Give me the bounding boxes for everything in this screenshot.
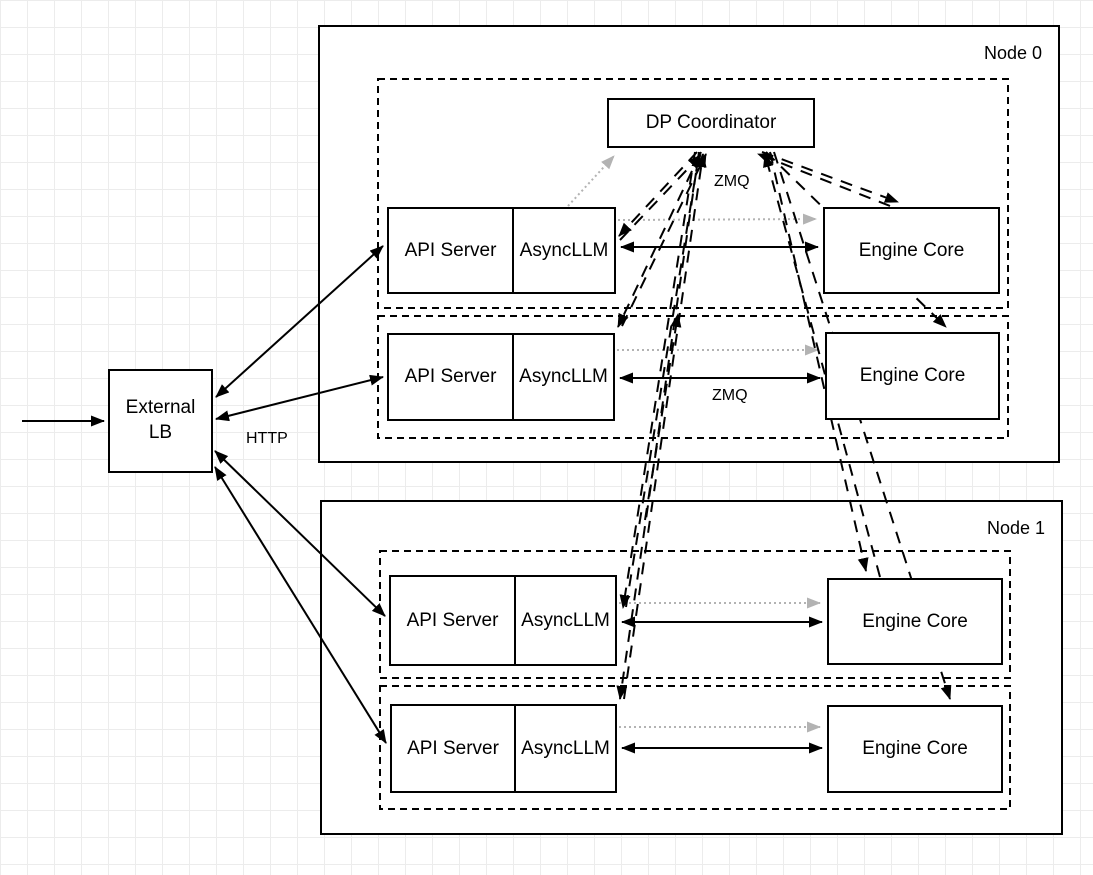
node0-row1-engine-core-box: Engine Core <box>825 332 1000 420</box>
async-llm-label: AsyncLLM <box>521 609 610 631</box>
node0-row0-engine-core-box: Engine Core <box>823 207 1000 294</box>
node1-row0-engine-core-box: Engine Core <box>827 578 1003 665</box>
async-llm-cell: AsyncLLM <box>512 335 613 419</box>
zmq-engine-edge-label: ZMQ <box>712 387 748 404</box>
http-edge-label: HTTP <box>246 430 288 447</box>
async-llm-label: AsyncLLM <box>521 737 610 759</box>
muted-dotted-arrows <box>567 155 821 733</box>
async-llm-cell: AsyncLLM <box>512 209 614 292</box>
node0-label: Node 0 <box>983 43 1042 63</box>
api-server-label: API Server <box>404 239 497 261</box>
async-llm-cell: AsyncLLM <box>514 706 615 791</box>
api-server-cell: API Server <box>389 209 512 292</box>
api-server-cell: API Server <box>391 577 514 664</box>
async-llm-cell: AsyncLLM <box>514 577 615 664</box>
api-server-label: API Server <box>407 737 499 759</box>
engine-core-label: Engine Core <box>862 738 968 759</box>
dp-coordinator-box: DP Coordinator <box>607 98 815 148</box>
api-server-label: API Server <box>404 366 497 387</box>
api-server-cell: API Server <box>392 706 514 791</box>
external-lb-box: External LB <box>108 369 213 473</box>
engine-core-label: Engine Core <box>858 239 965 261</box>
node1-row0-frontend-box: API Server AsyncLLM <box>389 575 617 666</box>
async-llm-label: AsyncLLM <box>519 366 608 387</box>
api-server-cell: API Server <box>389 335 512 419</box>
node0-row1-frontend-box: API Server AsyncLLM <box>387 333 615 421</box>
engine-core-label: Engine Core <box>862 610 968 632</box>
engine-core-label: Engine Core <box>859 365 966 386</box>
node0-row0-frontend-box: API Server AsyncLLM <box>387 207 616 294</box>
async-llm-label: AsyncLLM <box>519 239 609 261</box>
zmq-coordinator-edge-label: ZMQ <box>714 173 750 190</box>
dp-coordinator-label: DP Coordinator <box>645 112 777 133</box>
node1-row1-engine-core-box: Engine Core <box>827 705 1003 793</box>
node1-label: Node 1 <box>986 518 1045 538</box>
api-server-label: API Server <box>406 609 499 631</box>
http-and-zmq-solid-arrows <box>22 241 823 754</box>
coordinator-dashed-arrows <box>616 151 952 700</box>
node1-row1-frontend-box: API Server AsyncLLM <box>390 704 617 793</box>
external-lb-label: External LB <box>125 397 196 443</box>
